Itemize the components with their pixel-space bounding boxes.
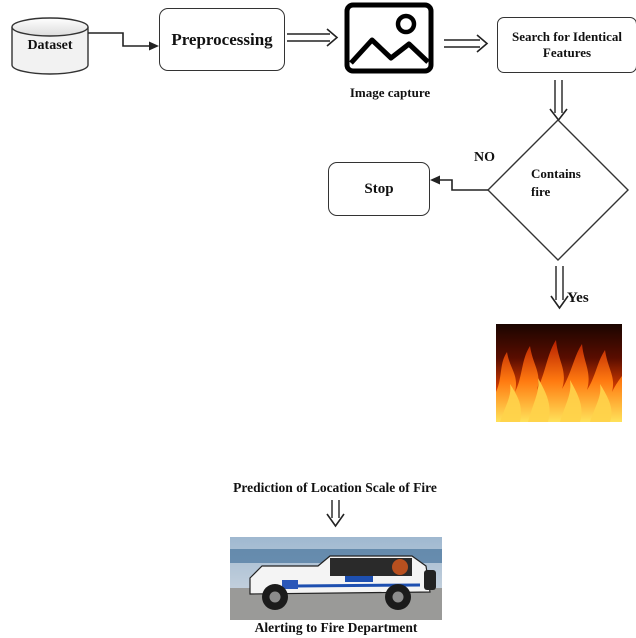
edge-search-decision (549, 80, 568, 122)
decision-label: Contains fire (531, 166, 581, 199)
dataset-cylinder (11, 17, 89, 75)
no-label: NO (474, 150, 495, 165)
dataset-label: Dataset (27, 38, 73, 53)
edge-dataset-preprocessing (88, 32, 159, 51)
stop-label: Stop (364, 180, 394, 197)
prediction-label: Prediction of Location Scale of Fire (233, 480, 437, 495)
preprocessing-node: Preprocessing (159, 8, 285, 71)
edge-decision-stop (430, 175, 488, 191)
image-icon (344, 2, 434, 74)
alerting-label: Alerting to Fire Department (254, 620, 418, 635)
edge-preprocessing-capture (287, 28, 339, 47)
yes-label: Yes (567, 290, 589, 306)
image-capture-label: Image capture (349, 85, 431, 100)
preprocessing-label: Preprocessing (171, 29, 273, 49)
search-node: Search for Identical Features (497, 17, 636, 73)
fire-photo (496, 324, 622, 422)
search-label: Search for Identical Features (511, 29, 622, 60)
edge-prediction-alerting (326, 500, 345, 528)
edge-decision-fire (550, 266, 569, 310)
vehicle-photo (230, 537, 442, 620)
stop-node: Stop (328, 162, 430, 216)
decision-diamond (487, 119, 629, 261)
edge-capture-search (444, 34, 489, 53)
